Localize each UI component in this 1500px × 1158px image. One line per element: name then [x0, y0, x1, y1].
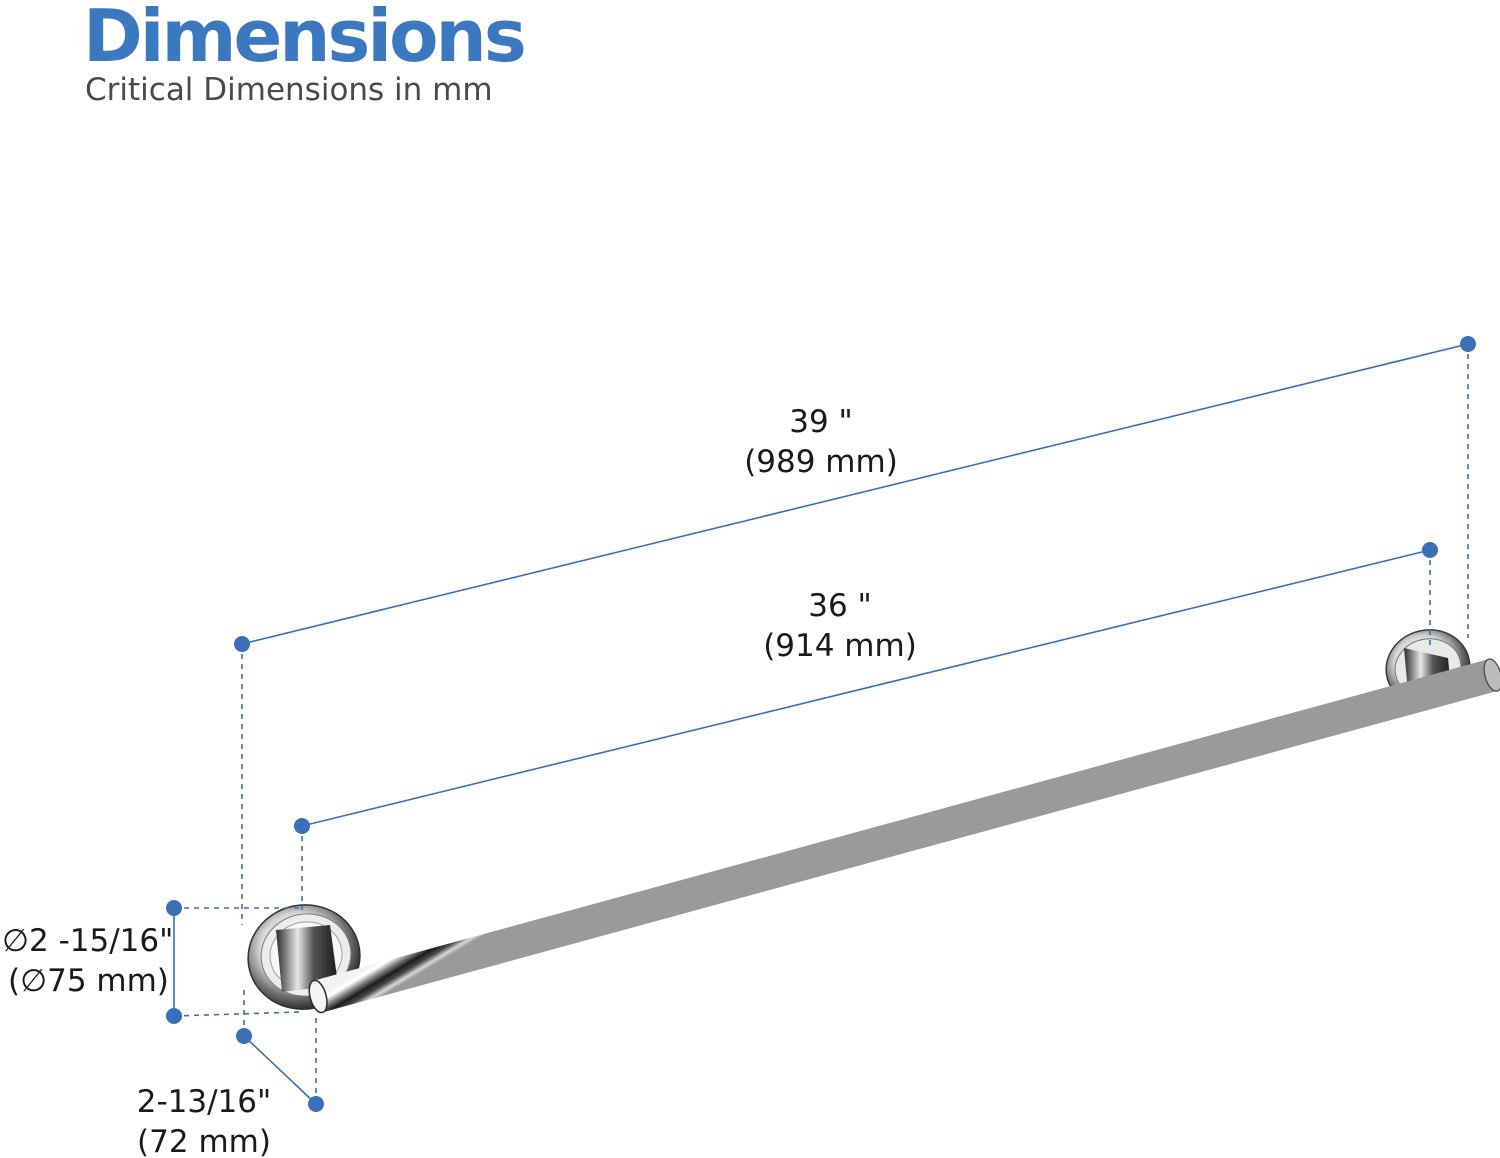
extension-lines	[173, 344, 1469, 1104]
bar-length-mm: (914 mm)	[763, 628, 917, 664]
overall-length-inches: 39 "	[789, 404, 853, 440]
page-title: Dimensions	[83, 0, 527, 78]
dimension-lines	[173, 343, 1469, 1105]
dimension-endpoints	[166, 336, 1476, 1112]
page-subtitle: Critical Dimensions in mm	[85, 72, 493, 108]
flange-diameter-inches: ∅2 -15/16"	[2, 923, 173, 959]
overall-length-mm: (989 mm)	[744, 444, 898, 480]
dimension-labels: 39 " (989 mm) 36 " (914 mm) ∅2 -15/16" (…	[2, 404, 917, 1158]
towel-bar-rod	[308, 658, 1500, 1014]
left-flange	[247, 904, 361, 1010]
bar-length-inches: 36 "	[808, 588, 872, 624]
projection-mm: (72 mm)	[137, 1124, 271, 1158]
projection-inches: 2-13/16"	[137, 1084, 272, 1120]
flange-diameter-mm: (∅75 mm)	[8, 963, 169, 999]
